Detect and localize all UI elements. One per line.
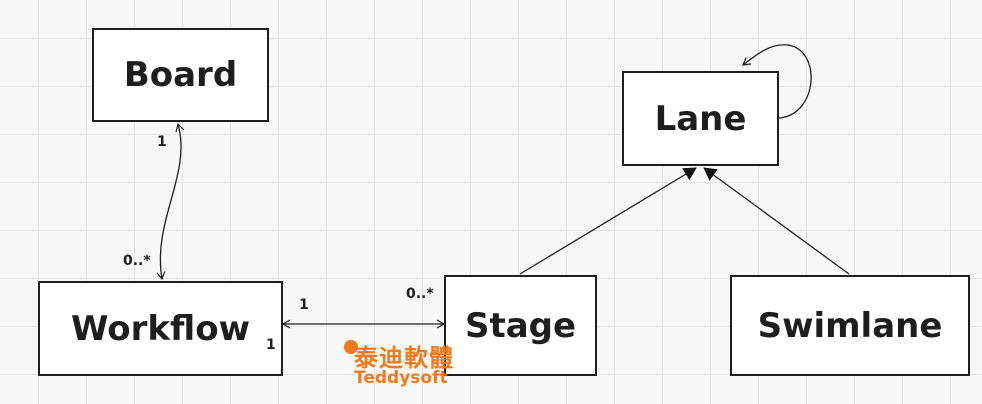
multiplicity-stage-end: 0..*	[406, 286, 434, 302]
class-workflow-label: Workflow	[71, 308, 250, 349]
stage-lane-generalization	[519, 167, 697, 275]
multiplicity-workflow-to-board: 0..*	[123, 253, 151, 269]
board-workflow-association	[156, 122, 185, 281]
lane-self-association	[742, 44, 812, 119]
watermark-english-text: Teddysoft	[354, 368, 448, 388]
teddysoft-watermark: 泰迪軟體 Teddysoft	[344, 336, 462, 392]
class-swimlane[interactable]: Swimlane	[730, 275, 970, 376]
class-board-label: Board	[123, 55, 238, 95]
bear-ear-icon	[344, 340, 358, 354]
swimlane-lane-generalization	[703, 167, 850, 275]
watermark-chinese-text: 泰迪軟體	[354, 344, 454, 372]
multiplicity-board-end: 1	[157, 134, 167, 150]
class-lane-label: Lane	[654, 98, 747, 139]
class-swimlane-label: Swimlane	[757, 305, 943, 346]
class-lane[interactable]: Lane	[622, 71, 779, 166]
class-stage[interactable]: Stage	[444, 275, 597, 376]
multiplicity-workflow-to-stage: 1	[299, 297, 309, 313]
class-board[interactable]: Board	[92, 28, 269, 122]
class-workflow[interactable]: Workflow	[38, 281, 283, 376]
multiplicity-workflow-bottom: 1	[266, 337, 276, 353]
class-stage-label: Stage	[464, 305, 577, 346]
